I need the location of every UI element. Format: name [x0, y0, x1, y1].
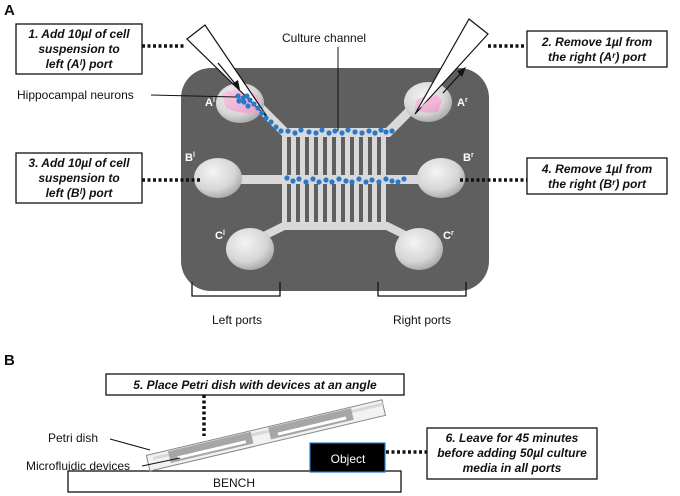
microfluidic-devices-label: Microfluidic devices	[26, 459, 130, 473]
svg-text:the right (Bʳ) port: the right (Bʳ) port	[548, 177, 647, 191]
microfluidic-leader	[141, 457, 181, 467]
left-ports-label: Left ports	[212, 313, 262, 327]
tilted-petri-dish	[145, 399, 387, 472]
svg-text:3. Add 10µl of cell: 3. Add 10µl of cell	[28, 156, 130, 170]
microfluidic-device-1	[167, 431, 254, 464]
svg-text:1. Add 10µl of cell: 1. Add 10µl of cell	[28, 27, 130, 41]
petri-dish-leader	[109, 438, 151, 451]
port-c-left	[226, 228, 274, 270]
port-label-a-right: Ar	[457, 97, 468, 109]
panel-a-letter: A	[4, 2, 15, 19]
svg-text:suspension to: suspension to	[38, 42, 119, 56]
step2-box	[526, 30, 668, 68]
right-ports-label: Right ports	[393, 313, 451, 327]
svg-text:left (Bˡ) port: left (Bˡ) port	[46, 186, 114, 200]
pipette-right	[414, 18, 489, 115]
step2-text: 2. Remove 1µl from the right (Aʳ) port	[541, 35, 653, 64]
step3-text: 3. Add 10µl of cell suspension to left (…	[28, 156, 130, 200]
neuron-cells	[235, 93, 407, 185]
svg-text:4. Remove 1µl from: 4. Remove 1µl from	[541, 162, 653, 176]
port-label-a-left: Al	[205, 97, 215, 109]
top-channel	[243, 92, 430, 137]
pipette-left-arrow-head	[232, 80, 240, 90]
step3-box	[15, 152, 143, 204]
hippocampal-neurons-label: Hippocampal neurons	[17, 88, 134, 102]
bench	[67, 470, 402, 493]
svg-text:left (Aˡ) port: left (Aˡ) port	[46, 57, 114, 71]
left-ports-bracket	[191, 282, 281, 297]
port-c-right	[395, 228, 443, 270]
port-b-left	[194, 158, 242, 198]
step1-box	[15, 23, 143, 75]
object-label: Object	[331, 452, 366, 466]
step6-box	[426, 427, 598, 480]
port-b-right	[417, 158, 465, 198]
step5-text: 5. Place Petri dish with devices at an a…	[133, 378, 377, 392]
step5-box	[105, 373, 405, 396]
svg-text:2. Remove 1µl from: 2. Remove 1µl from	[541, 35, 653, 49]
object-block	[309, 442, 386, 473]
step1-text: 1. Add 10µl of cell suspension to left (…	[28, 27, 130, 71]
bottom-channel	[245, 222, 426, 247]
pipette-right-arrow-shaft	[442, 71, 463, 94]
svg-text:6. Leave for 45 minutes: 6. Leave for 45 minutes	[446, 431, 579, 445]
hippocampal-leader	[150, 94, 237, 98]
port-label-c-right: Cr	[443, 230, 454, 242]
step4-text: 4. Remove 1µl from the right (Bʳ) port	[541, 162, 653, 191]
microfluidic-device-2	[268, 408, 354, 440]
svg-text:media in all ports: media in all ports	[463, 461, 562, 475]
petri-dish-label: Petri dish	[48, 431, 98, 445]
port-label-c-left: Cl	[215, 230, 225, 242]
step4-box	[526, 157, 668, 195]
pipette-left-arrow-shaft	[217, 62, 238, 87]
right-ports-bracket	[377, 282, 467, 297]
panel-b-letter: B	[4, 352, 15, 369]
step6-text: 6. Leave for 45 minutes before adding 50…	[437, 431, 587, 475]
culture-channel-label: Culture channel	[282, 31, 366, 45]
svg-text:the right (Aʳ) port: the right (Aʳ) port	[548, 50, 647, 64]
svg-text:before adding 50µl culture: before adding 50µl culture	[437, 446, 587, 460]
middle-channel	[240, 175, 430, 184]
pipette-right-arrow-head	[457, 67, 466, 77]
bench-label: BENCH	[213, 476, 255, 490]
port-labels: Al Ar Bl Br Cl Cr	[185, 97, 474, 242]
port-label-b-left: Bl	[185, 152, 195, 164]
port-label-b-right: Br	[463, 152, 474, 164]
svg-text:suspension to: suspension to	[38, 171, 119, 185]
